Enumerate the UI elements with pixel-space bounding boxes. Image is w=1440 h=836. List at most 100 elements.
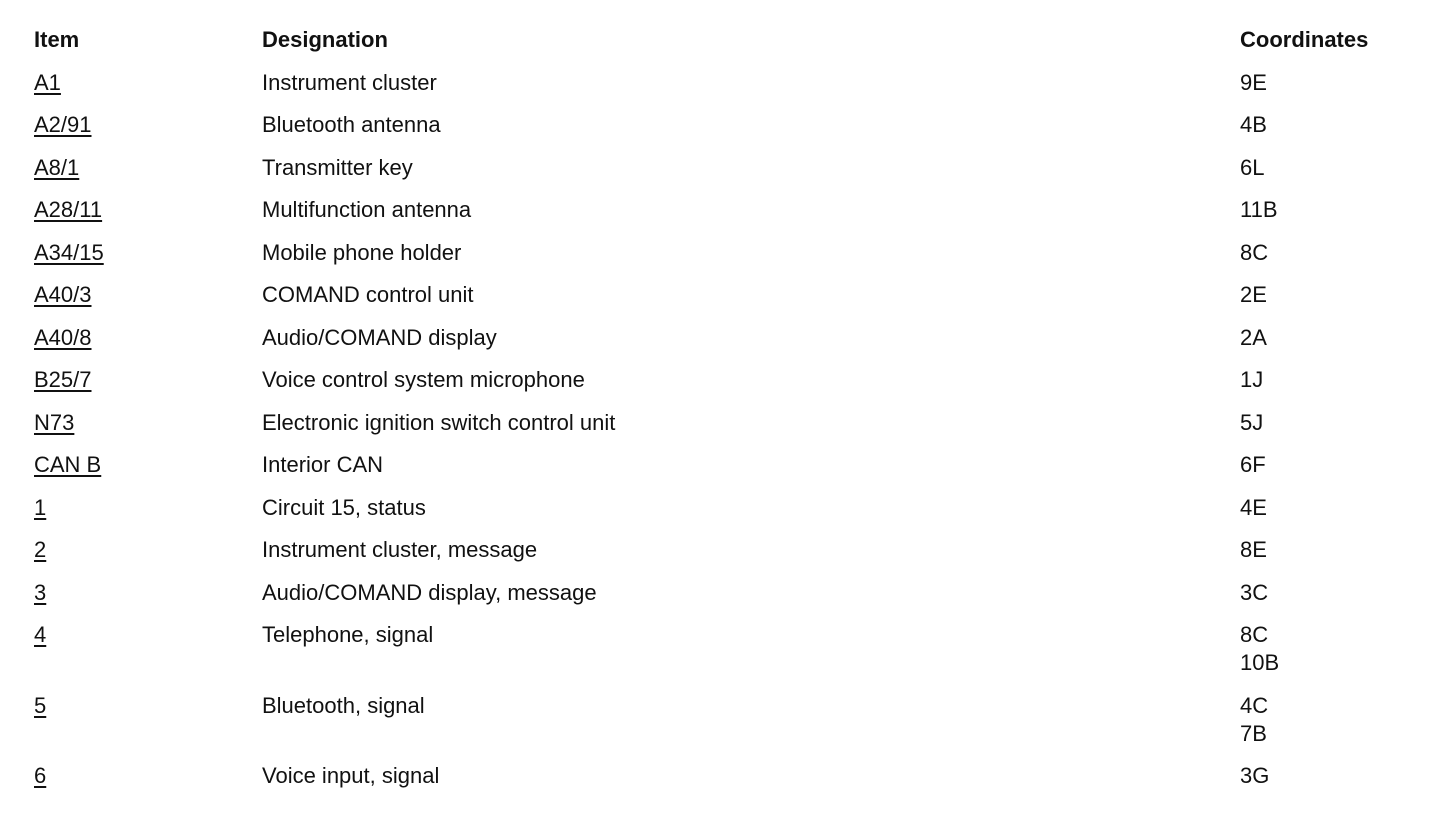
coordinate-value: 9E <box>1240 69 1267 95</box>
table-row: 2 Instrument cluster, message 8E <box>34 536 1414 579</box>
designation-cell: Mobile phone holder <box>262 239 462 265</box>
coordinate-value: 8C <box>1240 622 1269 647</box>
table-row: CAN B Interior CAN 6F <box>34 451 1414 494</box>
item-cell: 1 <box>34 494 262 522</box>
item-link[interactable]: A8/1 <box>34 154 80 180</box>
item-cell: 6 <box>34 762 262 790</box>
coordinate-value: 4E <box>1240 494 1267 520</box>
designation-cell: Circuit 15, status <box>262 494 426 520</box>
item-link[interactable]: A2/91 <box>34 112 92 137</box>
coordinates-cell: 3G <box>1240 762 1414 790</box>
table-row: A40/8 Audio/COMAND display 2A <box>34 324 1414 367</box>
item-cell: B25/7 <box>34 366 262 394</box>
coordinates-cell: 8C <box>1240 239 1414 267</box>
table-row: A40/3 COMAND control unit 2E <box>34 281 1414 324</box>
designation-cell: Multifunction antenna <box>262 197 472 222</box>
coordinates-cell: 6L <box>1240 154 1414 182</box>
coordinate-value: 4B <box>1240 112 1267 137</box>
coordinate-value: 11B <box>1240 197 1278 222</box>
coordinate-value: 8E <box>1240 537 1267 562</box>
item-link[interactable]: A34/15 <box>34 239 104 265</box>
designation-cell: Audio/COMAND display, message <box>262 579 597 605</box>
coordinates-cell: 4B <box>1240 111 1414 139</box>
table-row: A34/15 Mobile phone holder 8C <box>34 239 1414 282</box>
coordinates-cell: 8E <box>1240 536 1414 564</box>
table-row: B25/7 Voice control system microphone 1J <box>34 366 1414 409</box>
item-cell: A8/1 <box>34 154 262 182</box>
coordinates-cell: 1J <box>1240 366 1414 394</box>
item-cell: A40/3 <box>34 281 262 309</box>
item-link[interactable]: 2 <box>34 537 47 562</box>
designation-cell: Voice control system microphone <box>262 367 585 392</box>
designation-cell: Transmitter key <box>262 154 413 180</box>
item-link[interactable]: A40/3 <box>34 282 92 307</box>
coordinate-value: 7B <box>1240 720 1267 746</box>
item-cell: 2 <box>34 536 262 564</box>
item-link[interactable]: 3 <box>34 579 47 605</box>
coordinates-cell: 9E <box>1240 69 1414 97</box>
item-link[interactable]: A28/11 <box>34 197 103 222</box>
item-link[interactable]: N73 <box>34 409 75 435</box>
designation-cell: COMAND control unit <box>262 282 474 307</box>
item-cell: 4 <box>34 621 262 649</box>
item-cell: A34/15 <box>34 239 262 267</box>
header-designation: Designation <box>262 27 388 52</box>
table-row: 6 Voice input, signal 3G <box>34 762 1414 805</box>
designation-cell: Telephone, signal <box>262 622 434 647</box>
header-item: Item <box>34 27 80 52</box>
designation-cell: Interior CAN <box>262 452 384 477</box>
designation-cell: Bluetooth, signal <box>262 692 425 718</box>
coordinate-value: 5J <box>1240 409 1264 435</box>
item-link[interactable]: 1 <box>34 494 47 520</box>
coordinate-value: 3C <box>1240 579 1269 605</box>
coordinate-value: 6F <box>1240 452 1266 477</box>
designation-cell: Instrument cluster, message <box>262 537 538 562</box>
item-cell: A40/8 <box>34 324 262 352</box>
coordinates-cell: 2E <box>1240 281 1414 309</box>
designation-cell: Audio/COMAND display <box>262 324 497 350</box>
table-row: A8/1 Transmitter key 6L <box>34 154 1414 197</box>
item-link[interactable]: CAN B <box>34 452 102 477</box>
item-link[interactable]: A40/8 <box>34 324 92 350</box>
coordinate-value: 6L <box>1240 154 1265 180</box>
item-cell: A1 <box>34 69 262 97</box>
coordinate-value: 4C <box>1240 692 1269 718</box>
designation-cell: Voice input, signal <box>262 763 440 788</box>
header-coordinates: Coordinates <box>1240 27 1369 52</box>
coordinates-cell: 6F <box>1240 451 1414 479</box>
coordinate-value: 8C <box>1240 239 1269 265</box>
coordinates-cell: 3C <box>1240 579 1414 607</box>
item-link[interactable]: 6 <box>34 763 47 788</box>
coordinate-value: 2E <box>1240 282 1267 307</box>
item-link[interactable]: A1 <box>34 69 61 95</box>
coordinate-value: 1J <box>1240 367 1264 392</box>
table-row: A2/91 Bluetooth antenna 4B <box>34 111 1414 154</box>
coordinate-value: 2A <box>1240 324 1267 350</box>
item-cell: A2/91 <box>34 111 262 139</box>
item-link[interactable]: B25/7 <box>34 367 92 392</box>
coordinate-value: 3G <box>1240 763 1270 788</box>
coordinates-cell: 4E <box>1240 494 1414 522</box>
item-cell: 5 <box>34 692 262 720</box>
table-header: Item Designation Coordinates <box>34 26 1414 69</box>
item-cell: N73 <box>34 409 262 437</box>
item-link[interactable]: 4 <box>34 622 47 647</box>
coordinates-cell: 5J <box>1240 409 1414 437</box>
table-row: 3 Audio/COMAND display, message 3C <box>34 579 1414 622</box>
item-link[interactable]: 5 <box>34 692 47 718</box>
coordinate-value: 10B <box>1240 650 1280 675</box>
item-cell: 3 <box>34 579 262 607</box>
item-cell: CAN B <box>34 451 262 479</box>
table-row: 1 Circuit 15, status 4E <box>34 494 1414 537</box>
item-cell: A28/11 <box>34 196 262 224</box>
designation-cell: Bluetooth antenna <box>262 112 441 137</box>
table-row: A28/11 Multifunction antenna 11B <box>34 196 1414 239</box>
